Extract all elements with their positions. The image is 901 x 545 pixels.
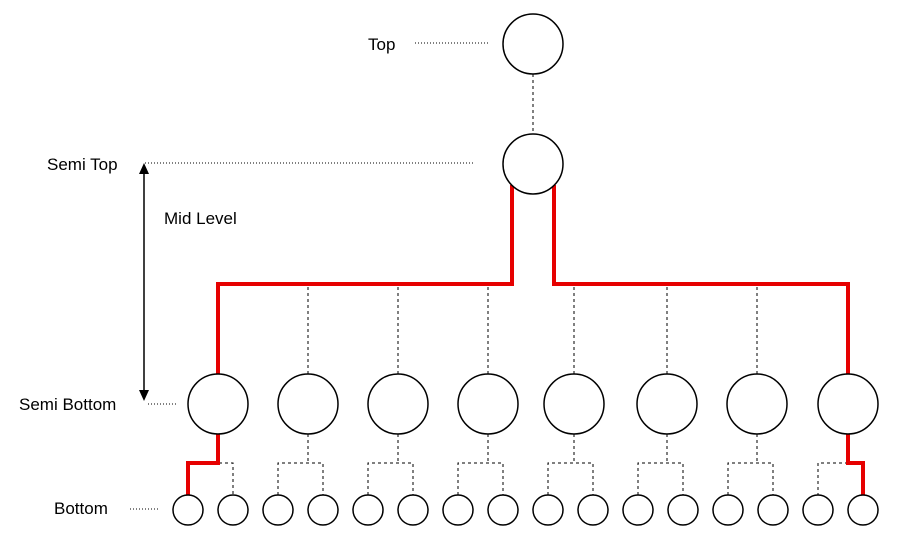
node-semi-bottom (367, 373, 429, 435)
node-semi-bottom (457, 373, 519, 435)
node-semi-bottom (726, 373, 788, 435)
mid-level-double-arrow (139, 163, 149, 401)
node-semi-bottom (543, 373, 605, 435)
node-bottom (172, 494, 204, 526)
red-path-right-leaf (846, 434, 865, 495)
mid-level-dashed-edges (307, 287, 758, 374)
node-bottom (712, 494, 744, 526)
highlighted-path (186, 185, 865, 495)
label-semi-bottom: Semi Bottom (19, 395, 116, 414)
node-bottom (307, 494, 339, 526)
node-semi-bottom (277, 373, 339, 435)
bottom-level-dashed-edges (217, 434, 848, 495)
node-bottom (622, 494, 654, 526)
node-bottom (397, 494, 429, 526)
label-top: Top (368, 35, 395, 54)
semi-bottom-nodes (187, 373, 879, 435)
node-bottom (532, 494, 564, 526)
red-path-left-leaf (186, 434, 220, 495)
node-semi-top (502, 133, 564, 195)
label-mid-level: Mid Level (164, 209, 237, 228)
red-path-right-branch (552, 185, 850, 374)
node-bottom (757, 494, 789, 526)
node-bottom (262, 494, 294, 526)
node-bottom (442, 494, 474, 526)
node-semi-bottom (187, 373, 249, 435)
label-semi-top: Semi Top (47, 155, 118, 174)
node-bottom (802, 494, 834, 526)
node-bottom (217, 494, 249, 526)
node-bottom (847, 494, 879, 526)
red-path-left-branch (216, 185, 514, 374)
node-bottom (577, 494, 609, 526)
label-bottom: Bottom (54, 499, 108, 518)
node-semi-bottom (636, 373, 698, 435)
node-bottom (352, 494, 384, 526)
node-bottom (487, 494, 519, 526)
node-semi-bottom (817, 373, 879, 435)
bottom-nodes (172, 494, 879, 526)
node-bottom (667, 494, 699, 526)
node-top (502, 13, 564, 75)
